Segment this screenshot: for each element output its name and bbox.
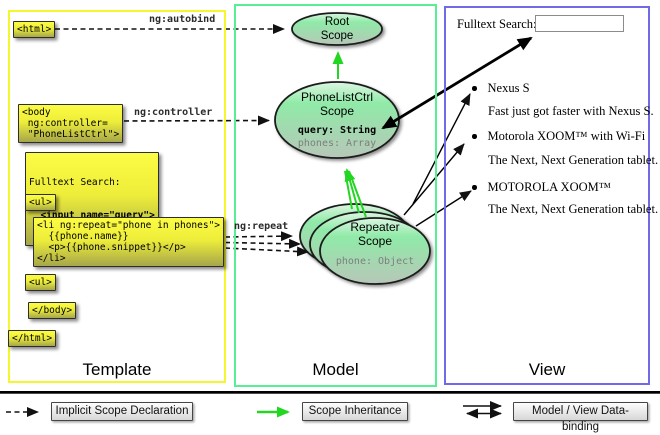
repeater-phone-prop: phone: Object <box>335 256 415 267</box>
model-panel-title: Model <box>312 360 359 379</box>
code-box-html-close: </html> <box>8 330 57 347</box>
template-panel-title: Template <box>82 360 152 379</box>
view-panel <box>444 6 650 385</box>
code-box-ul-close: <ul> <box>25 274 56 291</box>
phonelistctrl-query-prop: query: String <box>297 125 377 136</box>
legend-arrow-samples <box>6 401 502 419</box>
phonelistctrl-phones-prop: phones: Array <box>297 138 377 149</box>
view-item-title-text: MOTOROLA XOOM™ <box>487 180 612 194</box>
view-item-title-text: Motorola XOOM™ with Wi-Fi <box>487 129 646 143</box>
ng-autobind-label: ng:autobind <box>149 14 216 25</box>
template-panel <box>8 10 226 383</box>
view-item-snippet: Fast just got faster with Nexus S. <box>488 104 654 118</box>
legend-implicit-scope-declaration: Implicit Scope Declaration <box>51 402 193 421</box>
code-box-body-open: <body ng:controller= "PhoneListCtrl"> <box>18 104 124 143</box>
bullet-icon <box>472 134 477 139</box>
code-box-ul-open: <ul> <box>25 194 56 211</box>
view-item-title: Nexus S <box>472 81 530 96</box>
scope-inheritance-arrows <box>332 51 367 218</box>
legend-model-view-data-binding: Model / View Data-binding <box>513 402 648 433</box>
repeater-scope-label: Repeater Scope <box>350 220 400 248</box>
repeater-scope-ellipse-stack <box>299 203 431 285</box>
implicit-scope-declaration-arrows <box>55 24 309 257</box>
view-item-snippet: The Next, Next Generation tablet. <box>488 153 659 167</box>
code-fulltext-label: Fulltext Search: <box>29 177 121 188</box>
ng-repeat-label: ng:repeat <box>234 221 289 232</box>
code-box-body-close: </body> <box>28 302 77 319</box>
code-box-html-open: <html> <box>13 21 56 38</box>
code-box-li-repeat: <li ng:repeat="phone in phones"> {{phone… <box>33 217 225 267</box>
legend-scope-inheritance: Scope Inheritance <box>302 402 408 421</box>
model-panel <box>234 4 437 387</box>
bullet-icon <box>472 185 477 190</box>
view-search-label: Fulltext Search: <box>457 17 537 31</box>
view-item-title: MOTOROLA XOOM™ <box>472 180 611 195</box>
data-binding-arrows <box>381 36 533 227</box>
view-item-title-text: Nexus S <box>487 81 530 95</box>
root-scope-label: Root Scope <box>320 16 354 42</box>
view-item-title: Motorola XOOM™ with Wi-Fi <box>472 129 645 144</box>
legend-divider <box>0 391 660 394</box>
code-input-tag: <input name="query"> <box>29 210 155 221</box>
root-scope-ellipse <box>291 12 383 46</box>
bullet-icon <box>472 86 477 91</box>
view-item-snippet: The Next, Next Generation tablet. <box>488 202 659 216</box>
fulltext-search-input[interactable] <box>535 15 624 32</box>
ng-controller-label: ng:controller <box>134 107 213 118</box>
phonelistctrl-scope-label: PhoneListCtrl Scope <box>300 90 374 118</box>
view-panel-title: View <box>528 360 566 379</box>
